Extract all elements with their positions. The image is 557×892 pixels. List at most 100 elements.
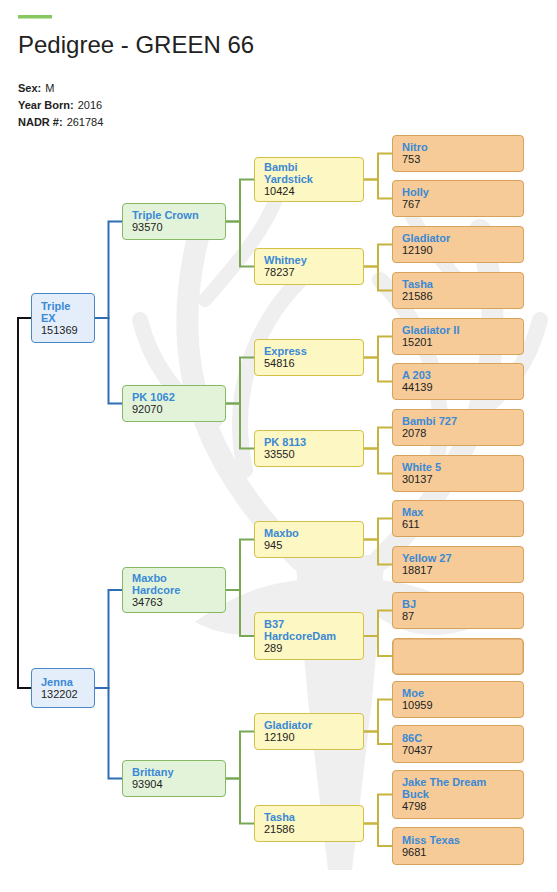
- parent-connector: [226, 404, 254, 449]
- ancestor-box: Maxbo Hardcore34763: [122, 567, 226, 613]
- parent-connector: [226, 590, 254, 636]
- registry-number: 54816: [264, 357, 349, 370]
- ancestor-box: PK 106292070: [122, 385, 226, 422]
- animal-name: BJ: [402, 598, 509, 610]
- parent-connector: [364, 732, 392, 745]
- animal-name: Gladiator: [264, 719, 349, 731]
- animal-name: A 203: [402, 369, 509, 381]
- animal-name: 86C: [402, 732, 509, 744]
- ancestor-box: Tasha21586: [392, 272, 524, 309]
- animal-name: Triple EX: [41, 300, 80, 324]
- field-name: NADR #:: [18, 116, 63, 128]
- parent-connector: [364, 519, 392, 540]
- registry-number: 30137: [402, 473, 509, 486]
- ancestor-box: Bambi 7272078: [392, 409, 524, 446]
- registry-number: 10424: [264, 185, 349, 198]
- ancestor-box: Bambi Yardstick10424: [254, 157, 364, 202]
- parent-connector: [364, 611, 392, 637]
- registry-number: 21586: [402, 290, 509, 303]
- parent-connector: [364, 449, 392, 474]
- meta-row: NADR #: 261784: [18, 115, 103, 129]
- animal-name: Miss Texas: [402, 834, 509, 846]
- parent-connector: [226, 222, 254, 267]
- parent-connector: [364, 358, 392, 382]
- parent-connector: [95, 590, 122, 688]
- ancestor-box: PK 811333550: [254, 430, 364, 467]
- parent-connector: [95, 222, 122, 319]
- registry-number: 767: [402, 198, 509, 211]
- registry-number: 92070: [132, 403, 211, 416]
- registry-number: 2078: [402, 427, 509, 440]
- animal-name: Express: [264, 345, 349, 357]
- parent-connector: [364, 154, 392, 180]
- ancestor-box: Yellow 2718817: [392, 546, 524, 583]
- animal-name: Yellow 27: [402, 552, 509, 564]
- animal-name: Triple Crown: [132, 209, 211, 221]
- ancestor-box: Jenna132202: [31, 668, 95, 708]
- registry-number: 34763: [132, 596, 211, 609]
- ancestor-box: BJ87: [392, 592, 524, 629]
- animal-name: Max: [402, 506, 509, 518]
- field-value: M: [45, 82, 54, 94]
- registry-number: 33550: [264, 448, 349, 461]
- parent-connector: [95, 688, 122, 779]
- ancestor-box: White 530137: [392, 455, 524, 492]
- registry-number: 44139: [402, 381, 509, 394]
- registry-number: 132202: [41, 688, 80, 701]
- parent-connector: [364, 245, 392, 267]
- registry-number: 93570: [132, 221, 211, 234]
- registry-number: 151369: [41, 324, 80, 337]
- field-value: 2016: [78, 99, 102, 111]
- parent-connector: [364, 267, 392, 291]
- ancestor-box: Jake The Dream Buck4798: [392, 770, 524, 819]
- ancestor-box: Miss Texas9681: [392, 827, 524, 865]
- animal-name: Bambi Yardstick: [264, 161, 349, 185]
- parent-connector: [226, 540, 254, 591]
- animal-name: Bambi 727: [402, 415, 509, 427]
- registry-number: 611: [402, 518, 509, 531]
- parent-connector: [95, 318, 122, 404]
- parent-connector: [364, 428, 392, 449]
- ancestor-box: Triple Crown93570: [122, 203, 226, 240]
- animal-name: Brittany: [132, 766, 211, 778]
- animal-name: White 5: [402, 461, 509, 473]
- animal-name: PK 8113: [264, 436, 349, 448]
- registry-number: 70437: [402, 744, 509, 757]
- parent-connector: [364, 337, 392, 358]
- parent-connector: [226, 732, 254, 779]
- root-bracket: [18, 318, 31, 688]
- parent-connector: [226, 358, 254, 404]
- registry-number: 78237: [264, 266, 349, 279]
- registry-number: 87: [402, 610, 509, 623]
- ancestor-box: Express54816: [254, 339, 364, 376]
- animal-name: Nitro: [402, 141, 509, 153]
- ancestor-box: A 20344139: [392, 363, 524, 400]
- animal-name: Maxbo Hardcore: [132, 572, 211, 596]
- animal-name: PK 1062: [132, 391, 211, 403]
- ancestor-box: Brittany93904: [122, 760, 226, 797]
- ancestor-box: Whitney78237: [254, 248, 364, 285]
- parent-connector: [226, 779, 254, 824]
- registry-number: 93904: [132, 778, 211, 791]
- ancestor-box: Gladiator12190: [254, 713, 364, 750]
- registry-number: 12190: [402, 244, 509, 257]
- ancestor-box: Maxbo945: [254, 521, 364, 558]
- animal-name: Tasha: [402, 278, 509, 290]
- registry-number: 945: [264, 539, 349, 552]
- deer-watermark: [140, 190, 540, 560]
- registry-number: 4798: [402, 800, 509, 813]
- animal-name: Jake The Dream Buck: [402, 776, 509, 800]
- accent-bar: [18, 15, 52, 19]
- animal-name: Gladiator: [402, 232, 509, 244]
- registry-number: 289: [264, 642, 349, 655]
- registry-number: 21586: [264, 823, 349, 836]
- parent-connector: [226, 180, 254, 222]
- ancestor-box: Triple EX151369: [31, 293, 95, 343]
- page-title: Pedigree - GREEN 66: [18, 31, 254, 59]
- field-value: 261784: [67, 116, 104, 128]
- animal-name: Tasha: [264, 811, 349, 823]
- parent-connector: [364, 540, 392, 565]
- ancestor-box: Tasha21586: [254, 805, 364, 842]
- registry-number: 9681: [402, 846, 509, 859]
